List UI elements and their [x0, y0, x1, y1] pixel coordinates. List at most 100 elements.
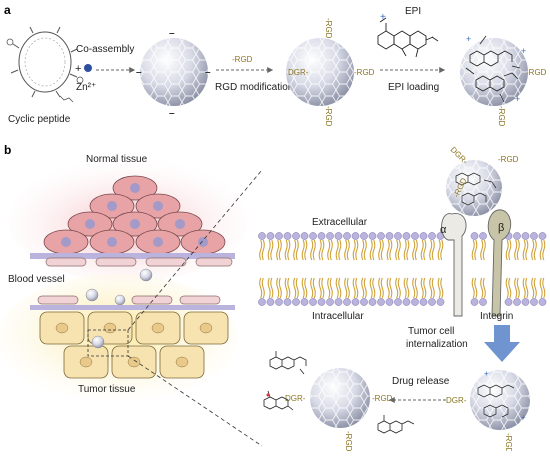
drug-release-label: Drug release [392, 376, 450, 387]
tumor-cell-nuclei [55, 322, 213, 368]
lipid-head [402, 232, 411, 240]
lipid-tail [310, 277, 316, 299]
internal-dgr-label: DGR- [446, 396, 467, 405]
internal-rgd-bottom-label: -RGD [504, 433, 513, 451]
lipid-tail [539, 239, 546, 261]
lipid-head [292, 298, 300, 306]
lipid-tail [522, 277, 529, 299]
lipid-tail [437, 277, 444, 299]
lipid-head [258, 232, 266, 240]
nanosphere-loaded: + + + [460, 34, 528, 106]
lipid-tail [259, 239, 265, 261]
lipid-head [428, 232, 436, 240]
lipid-tail [412, 239, 418, 261]
lipid-head [334, 298, 343, 306]
lipid-head [521, 298, 530, 306]
lipid-tail [352, 277, 359, 299]
lipid-tail [267, 277, 274, 299]
lipid-tail [369, 277, 376, 299]
integrin-receptor [441, 209, 512, 317]
zinc-ion-label: Zn²⁺ [76, 82, 96, 93]
lipid-head [538, 232, 547, 240]
lipid-head [309, 232, 317, 240]
epi-label: EPI [405, 6, 421, 17]
nanosphere-rgd [286, 38, 354, 106]
lipid-head [385, 298, 394, 306]
panel-a-label: a [4, 3, 11, 17]
epi-molecule [377, 17, 439, 58]
rgd-right-label: -RGD [354, 68, 375, 77]
lipid-tail [471, 277, 478, 299]
lipid-head [411, 298, 419, 306]
loaded-rgd-bottom-label: -RGD [497, 106, 506, 127]
epi-plus-mark: + [380, 12, 386, 23]
internalized-loaded-particle: + + [470, 369, 530, 430]
lipid-head [521, 232, 530, 240]
lipid-tail [284, 277, 291, 299]
plus-sign: + [75, 63, 81, 75]
lipid-head [368, 298, 377, 306]
integrin-alpha-label: α [440, 224, 447, 236]
lipid-tail [335, 277, 342, 299]
lipid-tail [284, 239, 291, 261]
lipid-tail [412, 277, 418, 299]
released-epi-molecules [263, 351, 415, 434]
tumor-nanoparticle [91, 335, 105, 349]
lipid-head [530, 298, 538, 306]
lipid-tail [335, 239, 342, 261]
lipid-tail [327, 277, 333, 299]
lipid-head [436, 298, 445, 306]
circulating-nanoparticles [85, 268, 153, 306]
lipid-tail [293, 277, 299, 299]
lipid-tail [403, 277, 410, 299]
lipid-tail [378, 277, 384, 299]
lipid-head [360, 232, 368, 240]
lipid-tail [361, 239, 367, 261]
zoom-region-box [87, 329, 129, 357]
svg-text:–: – [169, 108, 175, 119]
blood-vessel-cells [45, 257, 233, 267]
lipid-tail [369, 239, 376, 261]
empty-nanoparticle [310, 368, 370, 428]
loaded-rgd-right-label: -RGD [526, 68, 547, 77]
lipid-tail [361, 277, 367, 299]
svg-text:–: – [205, 67, 211, 78]
lipid-tail [344, 239, 350, 261]
lipid-tail [420, 239, 427, 261]
cyclic-peptide-structure [6, 26, 84, 103]
lipid-tail [293, 239, 299, 261]
bound-nanoparticle [446, 160, 502, 216]
released-molecule-marker [266, 393, 270, 397]
lipid-head [470, 232, 479, 240]
normal-cell-nuclei [61, 183, 208, 247]
lipid-head [394, 232, 402, 240]
lipid-head [283, 298, 292, 306]
lipid-tail [429, 277, 435, 299]
lipid-head [351, 232, 360, 240]
lipid-head [470, 298, 479, 306]
svg-text:+: + [466, 34, 471, 44]
lipid-tail [531, 277, 537, 299]
lipid-tail [395, 277, 401, 299]
lipid-tail [514, 239, 520, 261]
lipid-head [283, 232, 292, 240]
lipid-tail [505, 277, 512, 299]
lipid-tail [318, 239, 325, 261]
lipid-tail [276, 277, 282, 299]
lipid-tail [386, 239, 393, 261]
lipid-tail [539, 277, 546, 299]
lipid-head [368, 232, 377, 240]
lipid-tail [276, 239, 282, 261]
lipid-head [334, 232, 343, 240]
rgd-modification-label: RGD modification [215, 82, 293, 93]
lipid-tail [259, 277, 265, 299]
lipid-tail [429, 239, 435, 261]
empty-dgr-label: DGR- [285, 394, 306, 403]
basement-membrane-top [30, 253, 235, 259]
lipid-tail [437, 239, 444, 261]
lipid-head [292, 232, 300, 240]
lipid-tail [480, 277, 486, 299]
integrin-beta-label: β [498, 222, 504, 234]
empty-rgd-bottom-label: -RGD [344, 431, 353, 451]
